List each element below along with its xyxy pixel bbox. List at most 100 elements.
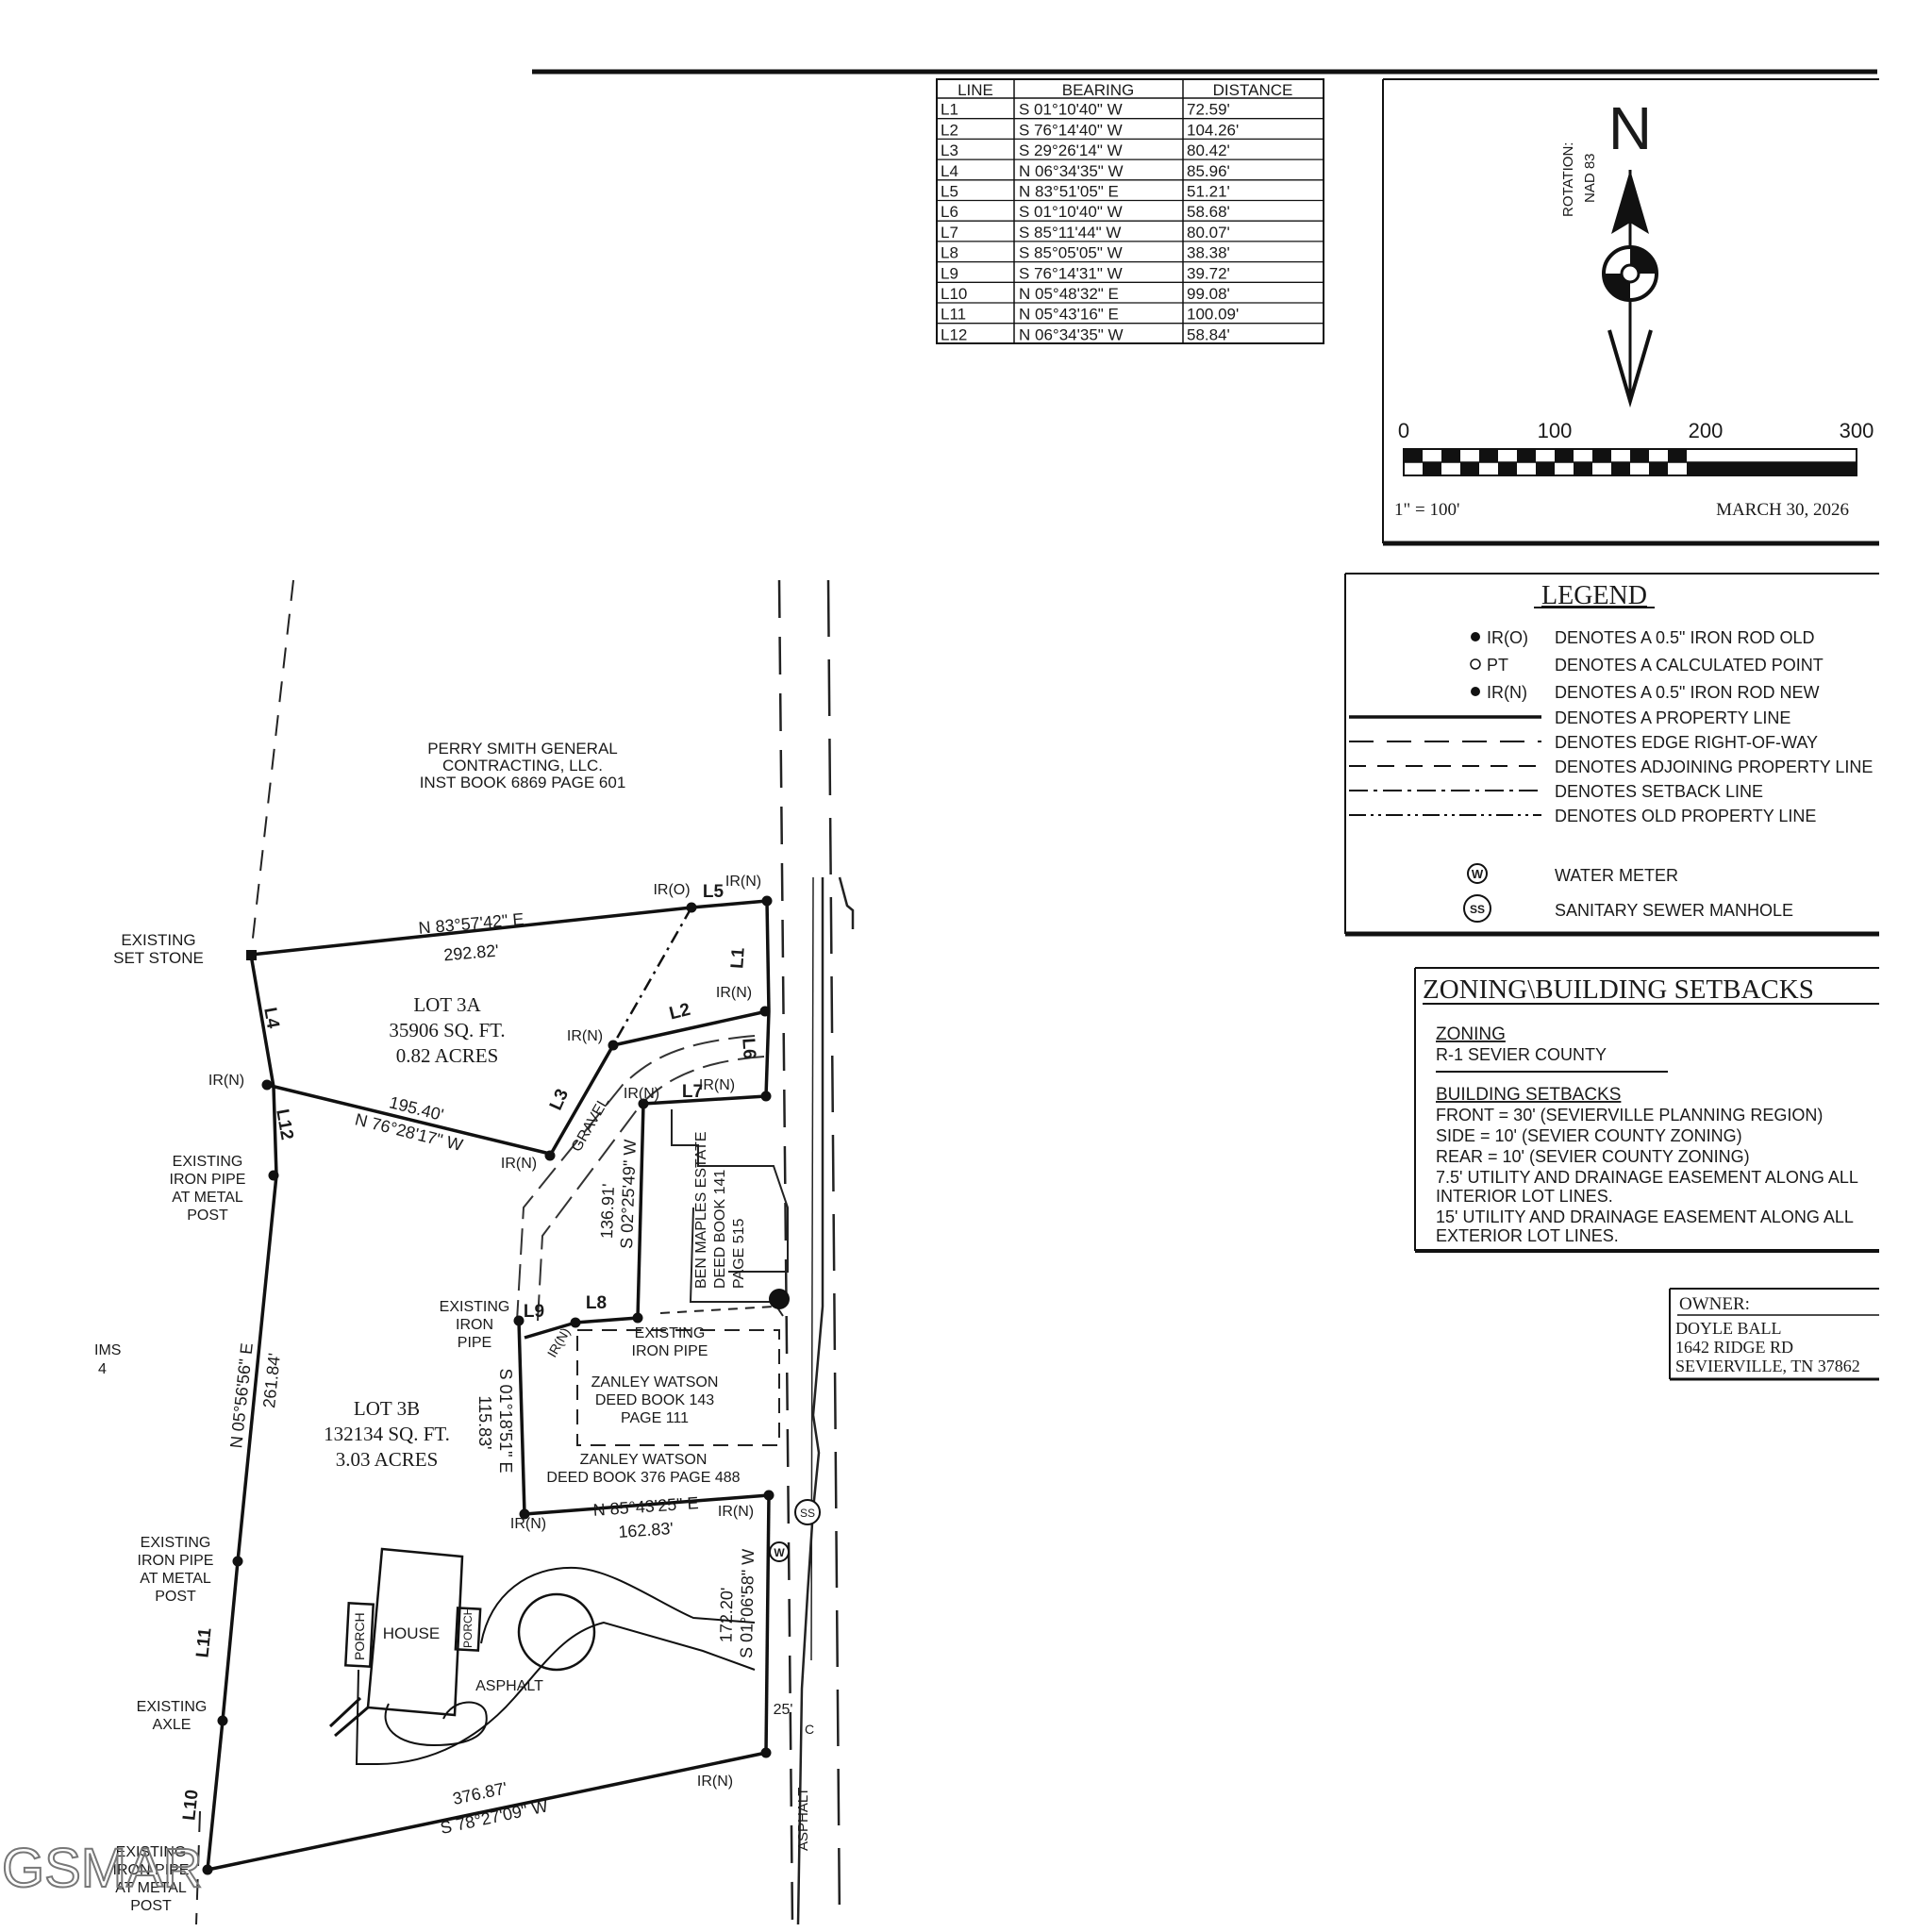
bottom-post-label: POST — [130, 1898, 172, 1914]
table-row-line: L2 — [941, 121, 958, 139]
water-meter-icon: W — [769, 1289, 790, 1562]
table-row-line: L5 — [941, 183, 958, 201]
rotation-datum: NAD 83 — [1582, 153, 1598, 203]
filled-dot-icon — [1471, 687, 1480, 696]
iron-rod-marker — [686, 902, 697, 913]
table-row-distance: 80.07' — [1187, 224, 1230, 242]
iron-rod-label: IR(N) — [510, 1516, 546, 1532]
setback-line: 15' UTILITY AND DRAINAGE EASEMENT ALONG … — [1436, 1208, 1854, 1226]
legend-title: LEGEND — [1541, 581, 1647, 610]
legend-icon-glyph: SS — [1470, 903, 1485, 916]
table-row-distance: 58.84' — [1187, 325, 1230, 343]
south-distance: 376.87' — [451, 1778, 508, 1808]
legend: LEGEND IR(O)DENOTES A 0.5" IRON ROD OLDP… — [1344, 573, 1879, 937]
iron-rod-marker — [763, 1490, 774, 1501]
adjoiner-north-label: CONTRACTING, LLC. — [442, 757, 603, 774]
table-row-bearing: S 76°14'31" W — [1019, 264, 1123, 282]
iron-pipe-inner-label: EXISTING — [635, 1325, 706, 1341]
line-label: L5 — [703, 882, 724, 902]
lot3b-inner-bearing: S 01°18'51" E — [496, 1368, 515, 1473]
iron-rod-marker — [268, 1170, 279, 1181]
owner-name: DOYLE BALL — [1675, 1319, 1781, 1338]
table-row-bearing: N 06°34'35" W — [1019, 162, 1124, 180]
iron-pipe-label: PIPE — [458, 1335, 491, 1351]
old-property-line — [548, 907, 693, 1157]
zanley-watson-1-label: ZANLEY WATSON — [591, 1374, 719, 1391]
table-row-line: L12 — [941, 325, 967, 343]
iron-pipe-post-label: AT METAL — [172, 1190, 243, 1206]
iron-rod-label: IR(N) — [697, 1774, 733, 1790]
legend-symbol: PT — [1487, 656, 1508, 675]
iron-rod-label: IR(N) — [725, 874, 761, 890]
gravel-label: GRAVEL — [569, 1094, 613, 1155]
legend-text: DENOTES A 0.5" IRON ROD OLD — [1555, 628, 1814, 647]
zanley-watson-1-label: PAGE 111 — [621, 1410, 689, 1426]
iron-rod-label: IR(N) — [699, 1077, 735, 1093]
table-row-distance: 85.96' — [1187, 162, 1230, 180]
scale-tick-100: 100 — [1538, 419, 1573, 442]
iron-rod-marker — [760, 1091, 772, 1102]
road-offset: 25' — [774, 1702, 793, 1718]
table-row-bearing: S 76°14'40" W — [1019, 121, 1123, 139]
property-lines — [206, 899, 771, 1872]
iron-pipe-post-lower-label: EXISTING — [141, 1535, 211, 1551]
west-distance: 261.84' — [259, 1352, 284, 1408]
scale-tick-300: 300 — [1840, 419, 1874, 442]
iron-pipe-label: IRON — [456, 1317, 493, 1333]
ben-maples-label: DEED BOOK 141 — [712, 1170, 728, 1289]
legend-text: DENOTES SETBACK LINE — [1555, 782, 1763, 801]
table-header-distance: DISTANCE — [1213, 81, 1293, 99]
iron-pipe-post-label: EXISTING — [173, 1154, 243, 1170]
set-stone-label: EXISTING — [121, 931, 195, 949]
owner-box: OWNER: DOYLE BALL 1642 RIDGE RD SEVIERVI… — [1669, 1288, 1879, 1381]
scale-tick-200: 200 — [1689, 419, 1724, 442]
lot-3b-label: 3.03 ACRES — [336, 1448, 439, 1471]
set-stone-label: SET STONE — [113, 949, 204, 967]
iron-rod-marker — [570, 1317, 581, 1328]
water-meter-label: W — [774, 1546, 785, 1559]
porch-label: PORCH — [461, 1607, 475, 1648]
inner-distance: 136.91' — [597, 1183, 618, 1239]
lot-3a-label: LOT 3A — [413, 993, 481, 1016]
north-arrow-panel: N ROTATION: NAD 83 0 100 200 300 1" = 10… — [1382, 78, 1879, 546]
iron-pipe-post-lower-label: IRON PIPE — [138, 1553, 214, 1569]
north-bearing: N 83°57'42" E — [418, 909, 525, 938]
zoning-heading: ZONING — [1436, 1024, 1506, 1044]
table-row-distance: 104.26' — [1187, 121, 1239, 139]
line-label: L6 — [738, 1038, 758, 1060]
south-mid-distance: 162.83' — [618, 1519, 675, 1541]
setbacks-heading: BUILDING SETBACKS — [1436, 1085, 1621, 1105]
iron-pipe-post-label: POST — [187, 1208, 228, 1224]
table-row-line: L8 — [941, 244, 958, 262]
setback-line: INTERIOR LOT LINES. — [1436, 1187, 1613, 1206]
setback-line: SIDE = 10' (SEVIER COUNTY ZONING) — [1436, 1126, 1742, 1145]
zoning-title: ZONING\BUILDING SETBACKS — [1423, 974, 1814, 1005]
legend-icon-glyph: W — [1472, 867, 1484, 881]
setback-line: 7.5' UTILITY AND DRAINAGE EASEMENT ALONG… — [1436, 1168, 1858, 1187]
iron-rod-label: IR(N) — [718, 1504, 754, 1520]
line-label: L10 — [179, 1789, 202, 1822]
line-label: L9 — [524, 1302, 544, 1322]
edge-fragment-label: IMS — [94, 1342, 121, 1358]
iron-rod-label: IR(N) — [716, 985, 752, 1001]
iron-rod-label: IR(N) — [208, 1073, 244, 1089]
table-row-bearing: S 29°26'14" W — [1019, 142, 1123, 159]
zoning-box: ZONING\BUILDING SETBACKS ZONING R-1 SEVI… — [1414, 967, 1879, 1253]
table-row-bearing: S 01°10'40" W — [1019, 101, 1123, 119]
edge-fragment-label: 4 — [98, 1361, 107, 1377]
table-row-line: L9 — [941, 264, 958, 282]
north-arrow-icon — [1602, 170, 1658, 408]
line-label: L7 — [682, 1082, 703, 1102]
table-header-bearing: BEARING — [1062, 81, 1135, 99]
table-row-bearing: S 85°11'44" W — [1019, 224, 1121, 242]
iron-rod-marker — [632, 1312, 643, 1324]
legend-text: DENOTES ADJOINING PROPERTY LINE — [1555, 758, 1873, 776]
table-row-line: L3 — [941, 142, 958, 159]
iron-rod-marker — [202, 1864, 213, 1875]
setback-line: FRONT = 30' (SEVIERVILLE PLANNING REGION… — [1436, 1106, 1823, 1124]
table-row-distance: 51.21' — [1187, 183, 1230, 201]
survey-date: MARCH 30, 2026 — [1716, 500, 1849, 520]
iron-rod-marker — [217, 1715, 228, 1726]
